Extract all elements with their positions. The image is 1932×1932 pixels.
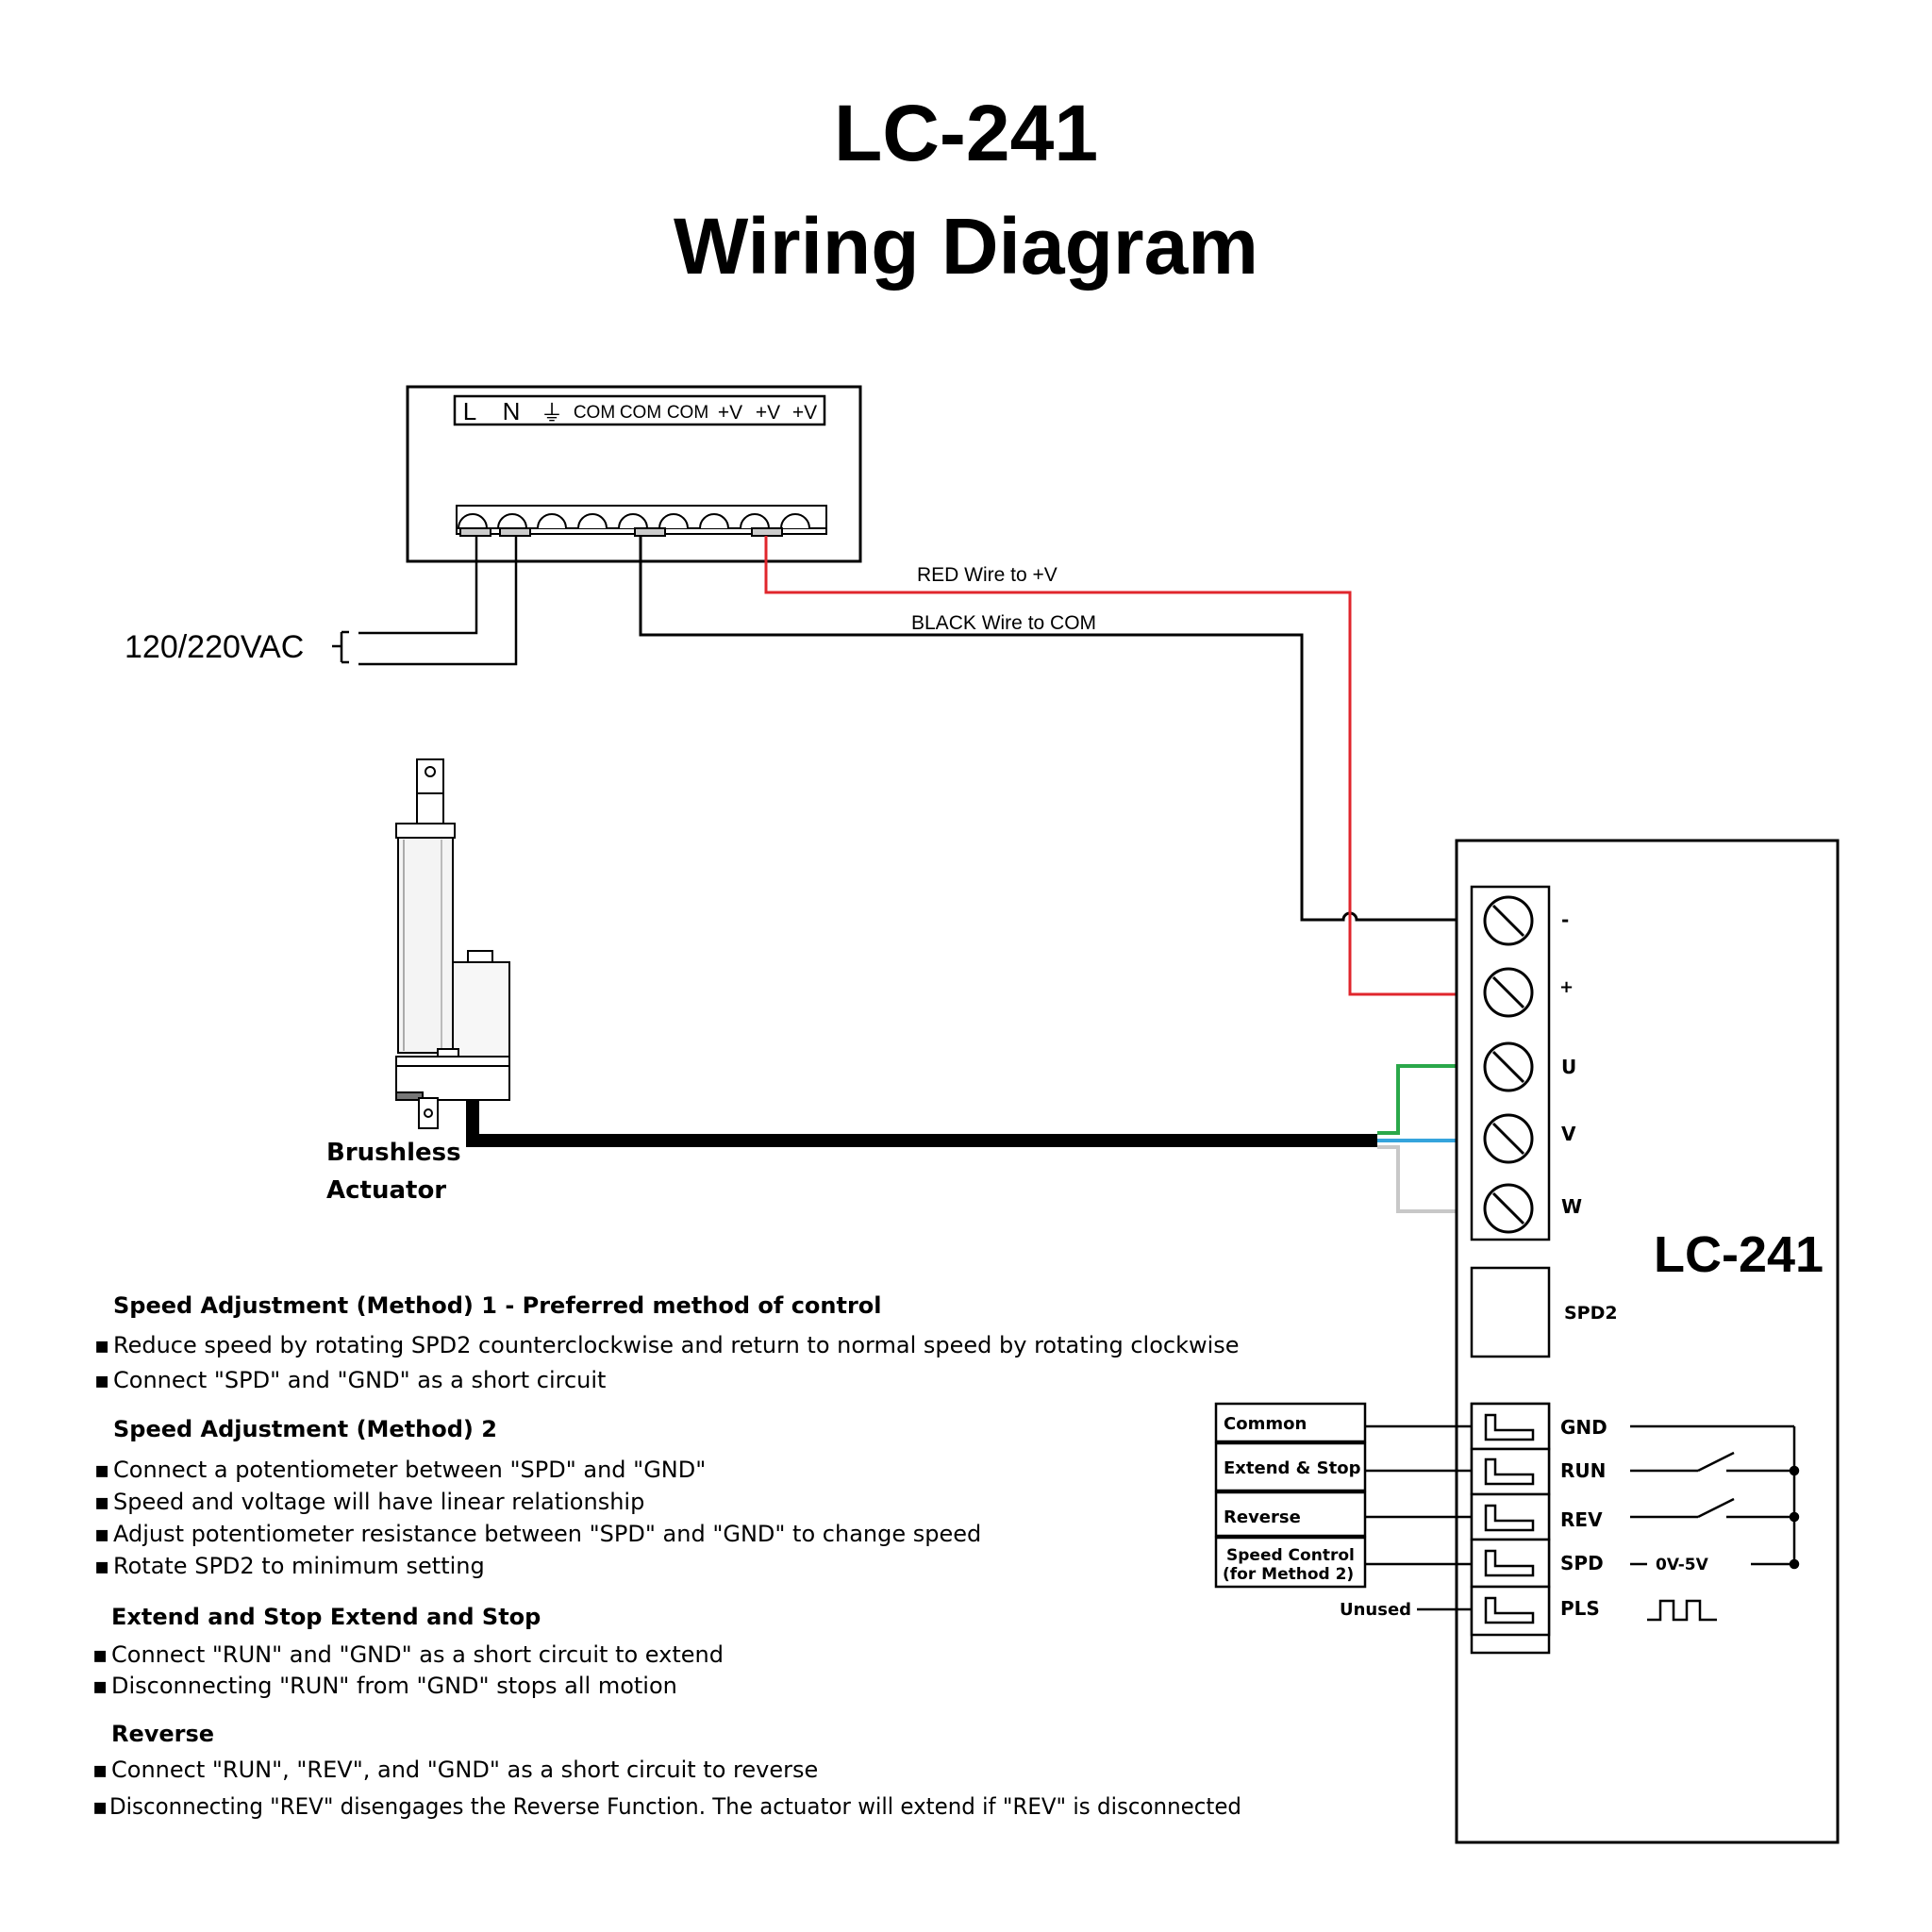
- instruction-bullet: Reduce speed by rotating SPD2 counterclo…: [113, 1332, 1240, 1358]
- bullet-marker: ▪: [94, 1367, 109, 1393]
- instructions: Speed Adjustment (Method) 1 - Preferred …: [92, 1292, 1241, 1820]
- instruction-bullet: Rotate SPD2 to minimum setting: [113, 1553, 485, 1579]
- ps-terminal-label: COM: [667, 403, 708, 423]
- bullet-marker: ▪: [94, 1553, 109, 1579]
- terminal-label-minus: -: [1561, 908, 1569, 931]
- function-label-speed-control-sub: (for Method 2): [1223, 1565, 1354, 1584]
- ps-terminal-label: +V: [792, 402, 817, 424]
- screw-terminal-minus: [1483, 895, 1534, 946]
- instruction-bullet: Disconnecting "RUN" from "GND" stops all…: [111, 1673, 677, 1699]
- screw-terminal-v: [1483, 1113, 1534, 1164]
- ac-input-label: 120/220VAC: [125, 629, 304, 665]
- power-supply: L N ⏚ COM COM COM +V +V +V: [406, 385, 862, 563]
- screw-terminal-u: [1483, 1041, 1534, 1092]
- instruction-bullet: Connect "RUN" and "GND" as a short circu…: [111, 1641, 724, 1668]
- ps-terminal-label: L: [463, 397, 476, 425]
- signal-terminals: [1470, 1402, 1551, 1637]
- actuator-label-line-2: Actuator: [326, 1176, 446, 1205]
- screw-terminal-plus: [1483, 967, 1534, 1018]
- instruction-bullet: Connect a potentiometer between "SPD" an…: [113, 1457, 706, 1483]
- ac-input-bracket: [332, 630, 349, 664]
- screw-terminal-w: [1483, 1183, 1534, 1234]
- wire-w-grey: [1377, 1145, 1460, 1213]
- power-supply-label-strip: [453, 394, 826, 426]
- power-supply-terminal-labels: L N ⏚ COM COM COM +V +V +V: [463, 397, 817, 426]
- function-label-common: Common: [1224, 1414, 1307, 1434]
- red-wire: [764, 536, 1460, 996]
- title-line-2: Wiring Diagram: [674, 202, 1258, 291]
- ps-terminal-label: COM: [620, 403, 661, 423]
- terminal-label-plus: +: [1559, 977, 1574, 997]
- red-wire-label: RED Wire to +V: [917, 564, 1058, 586]
- spd2-potentiometer[interactable]: [1470, 1266, 1551, 1358]
- terminal-label-v: V: [1561, 1123, 1576, 1145]
- instruction-bullet: Connect "SPD" and "GND" as a short circu…: [113, 1367, 606, 1393]
- terminal-label-spd: SPD: [1560, 1552, 1604, 1574]
- terminal-label-pls: PLS: [1560, 1597, 1600, 1620]
- function-label-extend-stop: Extend & Stop: [1224, 1458, 1361, 1478]
- black-wire: [639, 536, 1460, 922]
- signal-terminal-run: [1470, 1447, 1551, 1496]
- ps-terminal-label: +V: [718, 402, 742, 424]
- controller-name: LC-241: [1654, 1226, 1824, 1283]
- ac-input: 120/220VAC: [125, 536, 518, 666]
- bullet-marker: ▪: [94, 1332, 109, 1358]
- actuator-icon: [395, 758, 510, 1129]
- pulse-signal-icon: [1647, 1599, 1717, 1622]
- function-label-speed-control: Speed Control: [1226, 1546, 1355, 1565]
- instruction-bullet: Adjust potentiometer resistance between …: [113, 1521, 981, 1547]
- bullet-marker: ▪: [94, 1489, 109, 1515]
- spd2-label: SPD2: [1564, 1303, 1618, 1324]
- controller: - + U V W LC-241 SPD2: [1455, 839, 1840, 1844]
- bullet-marker: ▪: [92, 1641, 108, 1668]
- terminal-label-run: RUN: [1560, 1459, 1606, 1482]
- ps-terminal-label: COM: [574, 403, 615, 423]
- signal-terminal-rev: [1470, 1492, 1551, 1541]
- wire-u-green: [1377, 1064, 1460, 1135]
- wire-n: [358, 536, 518, 666]
- wire-l: [358, 536, 478, 635]
- ps-terminal-label: +V: [756, 402, 780, 424]
- instruction-bullet: Disconnecting "REV" disengages the Rever…: [109, 1793, 1241, 1820]
- signal-terminal-gnd: [1470, 1402, 1551, 1451]
- voltage-range-label: 0V-5V: [1656, 1556, 1709, 1574]
- ps-terminal-label: ⏚: [541, 400, 563, 426]
- section-heading-method-1: Speed Adjustment (Method) 1 - Preferred …: [113, 1292, 882, 1319]
- switch-circuit: [1630, 1424, 1800, 1570]
- black-wire-label: BLACK Wire to COM: [911, 612, 1096, 634]
- bullet-marker: ▪: [94, 1457, 109, 1483]
- actuator-label-line-1: Brushless: [326, 1139, 461, 1167]
- ps-terminal-label: N: [503, 397, 521, 425]
- title-line-1: LC-241: [834, 89, 1098, 177]
- signal-terminal-spd: [1470, 1538, 1551, 1589]
- section-heading-extend-stop: Extend and Stop Extend and Stop: [111, 1604, 541, 1630]
- instruction-bullet: Connect "RUN", "REV", and "GND" as a sho…: [111, 1757, 818, 1783]
- terminal-label-rev: REV: [1560, 1508, 1603, 1531]
- instruction-bullet: Speed and voltage will have linear relat…: [113, 1489, 644, 1515]
- function-label-reverse: Reverse: [1224, 1507, 1301, 1527]
- section-heading-method-2: Speed Adjustment (Method) 2: [113, 1416, 497, 1442]
- unused-label: Unused: [1340, 1600, 1411, 1620]
- signal-function-boxes: Common Extend & Stop Reverse Speed Contr…: [1214, 1402, 1472, 1620]
- bullet-marker: ▪: [92, 1757, 108, 1783]
- actuator-cable: [466, 1100, 1377, 1147]
- terminal-label-gnd: GND: [1560, 1416, 1607, 1439]
- section-heading-reverse: Reverse: [111, 1721, 214, 1747]
- bullet-marker: ▪: [92, 1673, 108, 1699]
- power-supply-screw-terminals: [456, 505, 827, 537]
- terminal-label-u: U: [1561, 1056, 1576, 1078]
- signal-terminal-pls: [1470, 1585, 1551, 1637]
- bullet-marker: ▪: [92, 1793, 108, 1820]
- terminal-label-w: W: [1561, 1195, 1582, 1218]
- bullet-marker: ▪: [94, 1521, 109, 1547]
